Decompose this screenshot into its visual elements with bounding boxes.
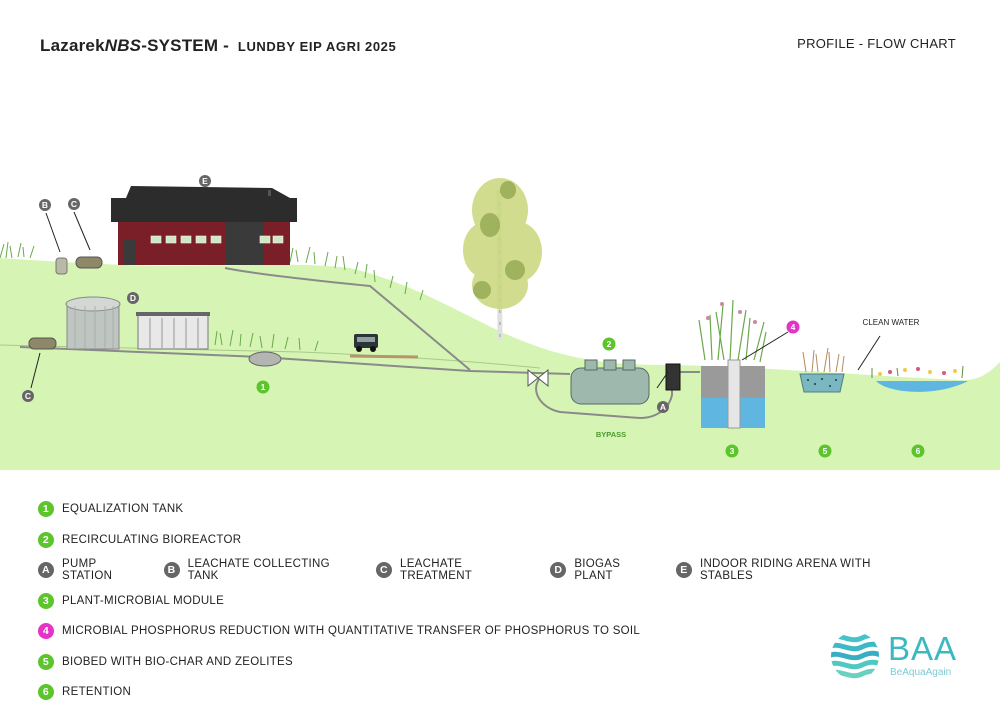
legend: 1 EQUALIZATION TANK 2 RECIRCULATING BIOR…	[38, 494, 938, 708]
marker-5-label: 5	[823, 446, 828, 456]
marker-2	[602, 337, 616, 351]
legend-text-c: LEACHATE TREATMENT	[400, 558, 473, 583]
legend-badge-d: D	[550, 562, 567, 579]
legend-row-4: 4 MICROBIAL PHOSPHORUS REDUCTION WITH QU…	[38, 616, 938, 647]
legend-item-c: C LEACHATE TREATMENT	[376, 558, 534, 582]
legend-row-letters: A PUMP STATION B LEACHATE COLLECTING TAN…	[38, 555, 938, 586]
title-nbs: NBS	[104, 36, 142, 55]
legend-badge-1: 1	[38, 501, 54, 518]
marker-6	[911, 444, 925, 458]
baa-logo-mark-icon	[831, 632, 879, 679]
legend-row-3: 3 PLANT-MICROBIAL MODULE	[38, 586, 938, 617]
marker-c-top	[68, 198, 80, 210]
marker-6-label: 6	[916, 446, 921, 456]
legend-item-d: D BIOGAS PLANT	[550, 558, 660, 582]
legend-item-a: A PUMP STATION	[38, 558, 148, 582]
legend-badge-5: 5	[38, 653, 54, 670]
legend-row-2: 2 RECIRCULATING BIOREACTOR	[38, 525, 938, 556]
legend-row-1: 1 EQUALIZATION TANK	[38, 494, 938, 525]
profile-label: PROFILE - FLOW CHART	[797, 36, 956, 51]
legend-badge-e: E	[675, 562, 692, 579]
legend-badge-6: 6	[38, 684, 54, 701]
marker-d	[127, 292, 139, 304]
marker-5	[818, 444, 832, 458]
legend-item-1: 1 EQUALIZATION TANK	[38, 501, 184, 518]
legend-text-4: MICROBIAL PHOSPHORUS REDUCTION WITH QUAN…	[62, 625, 641, 638]
legend-text-d: BIOGAS PLANT	[574, 558, 621, 583]
legend-badge-a: A	[38, 562, 54, 579]
marker-1-label: 1	[261, 382, 266, 392]
marker-e-label: E	[202, 176, 208, 186]
legend-row-6: 6 RETENTION	[38, 677, 938, 708]
leachate-tank-b	[55, 257, 68, 275]
legend-text-b: LEACHATE COLLECTING TANK	[187, 558, 330, 583]
legend-badge-b: B	[163, 562, 180, 579]
title-system: -SYSTEM -	[141, 36, 229, 55]
legend-item-4: 4 MICROBIAL PHOSPHORUS REDUCTION WITH QU…	[38, 623, 641, 640]
leader-lines	[30, 211, 881, 389]
marker-3-label: 3	[730, 446, 735, 456]
marker-1	[256, 380, 270, 394]
legend-badge-3: 3	[38, 592, 54, 609]
riding-arena-barn	[111, 186, 297, 265]
marker-4	[786, 320, 800, 334]
biobed	[799, 347, 845, 393]
grass-tufts	[0, 241, 424, 352]
legend-text-3: PLANT-MICROBIAL MODULE	[62, 594, 225, 607]
legend-text-1: EQUALIZATION TANK	[62, 503, 184, 516]
equalization-tank	[248, 351, 282, 367]
legend-text-a: PUMP STATION	[62, 558, 113, 583]
birch-tree	[463, 178, 542, 341]
leachate-treatment-c-top	[75, 256, 103, 269]
marker-4-label: 4	[791, 322, 796, 332]
marker-a	[657, 401, 669, 413]
track	[349, 354, 419, 359]
marker-c-bottom-label: C	[25, 391, 31, 401]
baa-logo-text: BAA	[888, 630, 958, 667]
legend-item-5: 5 BIOBED WITH BIO-CHAR AND ZEOLITES	[38, 653, 293, 670]
legend-item-3: 3 PLANT-MICROBIAL MODULE	[38, 592, 225, 609]
title-subtitle: LUNDBY EIP AGRI 2025	[237, 39, 397, 54]
legend-text-2: RECIRCULATING BIOREACTOR	[62, 533, 242, 546]
legend-text-6: RETENTION	[62, 686, 132, 699]
biogas-plant	[65, 296, 210, 350]
marker-c-top-label: C	[71, 199, 77, 209]
legend-row-5: 5 BIOBED WITH BIO-CHAR AND ZEOLITES	[38, 647, 938, 678]
valve	[527, 368, 549, 388]
marker-3	[725, 444, 739, 458]
clean-water-label: CLEAN WATER	[863, 318, 920, 327]
marker-a-label: A	[660, 402, 666, 412]
marker-e	[199, 175, 211, 187]
legend-item-b: B LEACHATE COLLECTING TANK	[163, 558, 360, 583]
legend-text-e: INDOOR RIDING ARENA WITH STABLES	[699, 558, 871, 583]
retention-pond	[871, 365, 968, 392]
bypass-label: BYPASS	[596, 430, 626, 439]
title-lazarek: Lazarek	[40, 36, 105, 55]
plant-microbial-module	[698, 299, 767, 429]
legend-item-2: 2 RECIRCULATING BIOREACTOR	[38, 531, 242, 548]
legend-item-6: 6 RETENTION	[38, 684, 132, 701]
marker-b	[39, 199, 51, 211]
legend-text-5: BIOBED WITH BIO-CHAR AND ZEOLITES	[62, 655, 293, 668]
pump-station	[665, 363, 681, 391]
marker-d-label: D	[130, 293, 136, 303]
legend-badge-c: C	[376, 562, 392, 579]
marker-2-label: 2	[607, 339, 612, 349]
baa-logo: BAA BeAquaAgain	[828, 630, 968, 685]
page-title: LazarekNBS-SYSTEM - LUNDBY EIP AGRI 2025	[40, 36, 396, 56]
recirculating-bioreactor	[570, 359, 650, 405]
legend-badge-4: 4	[38, 623, 54, 640]
legend-item-e: E INDOOR RIDING ARENA WITH STABLES	[675, 558, 922, 583]
marker-c-bottom	[22, 390, 34, 402]
legend-badge-2: 2	[38, 531, 54, 548]
baa-logo-tagline: BeAquaAgain	[890, 667, 952, 678]
marker-b-label: B	[42, 200, 48, 210]
leachate-treatment-c-lower	[28, 337, 57, 350]
vehicle	[354, 334, 378, 352]
